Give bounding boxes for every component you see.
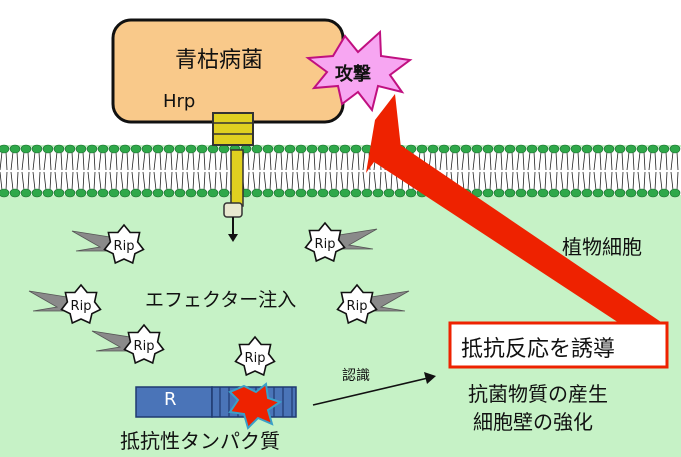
cell-membrane (0, 144, 681, 198)
hrp-secretion-apparatus (223, 149, 244, 242)
recognition-label: 認識 (342, 368, 370, 384)
induction-box (448, 321, 669, 369)
attack-label: 攻撃 (335, 64, 371, 85)
hrp-base (212, 112, 254, 146)
outcome-cell-wall: 細胞壁の強化 (473, 410, 593, 434)
effector-rip: Rip (336, 283, 410, 325)
rip-star-icon (234, 335, 276, 377)
effector-rip: Rip (28, 283, 102, 325)
effector-rip: Rip (234, 335, 276, 377)
rip-label: Rip (71, 299, 92, 314)
induction-red-arrow (366, 94, 661, 340)
rip-star-icon (336, 283, 378, 325)
hrp-label: Hrp (163, 91, 196, 112)
induction-label: 抵抗反応を誘導 (461, 337, 616, 362)
recognition-burst-icon (228, 382, 283, 430)
rip-label: Rip (347, 299, 368, 314)
effector-rip: Rip (91, 323, 165, 365)
rip-label: Rip (315, 237, 336, 252)
effector-rip: Rip (304, 221, 378, 263)
effector-rip: Rip (71, 223, 145, 265)
bacterium-name: 青枯病菌 (175, 48, 264, 73)
attack-burst-icon (305, 29, 413, 113)
rip-star-icon (123, 323, 165, 365)
rip-star-icon (304, 221, 346, 263)
rip-label: Rip (134, 339, 155, 354)
outcome-antibacterial: 抗菌物質の産生 (468, 382, 608, 406)
receptor-domain-label: R (164, 389, 177, 410)
effector-injection-label: エフェクター注入 (145, 289, 297, 311)
resistance-protein-label: 抵抗性タンパク質 (120, 429, 280, 453)
rip-star-icon (103, 223, 145, 265)
rip-label: Rip (114, 239, 135, 254)
plant-cell-label: 植物細胞 (562, 235, 642, 259)
recognition-arrow (312, 377, 429, 406)
rip-star-icon (60, 283, 102, 325)
rip-label: Rip (245, 351, 266, 366)
